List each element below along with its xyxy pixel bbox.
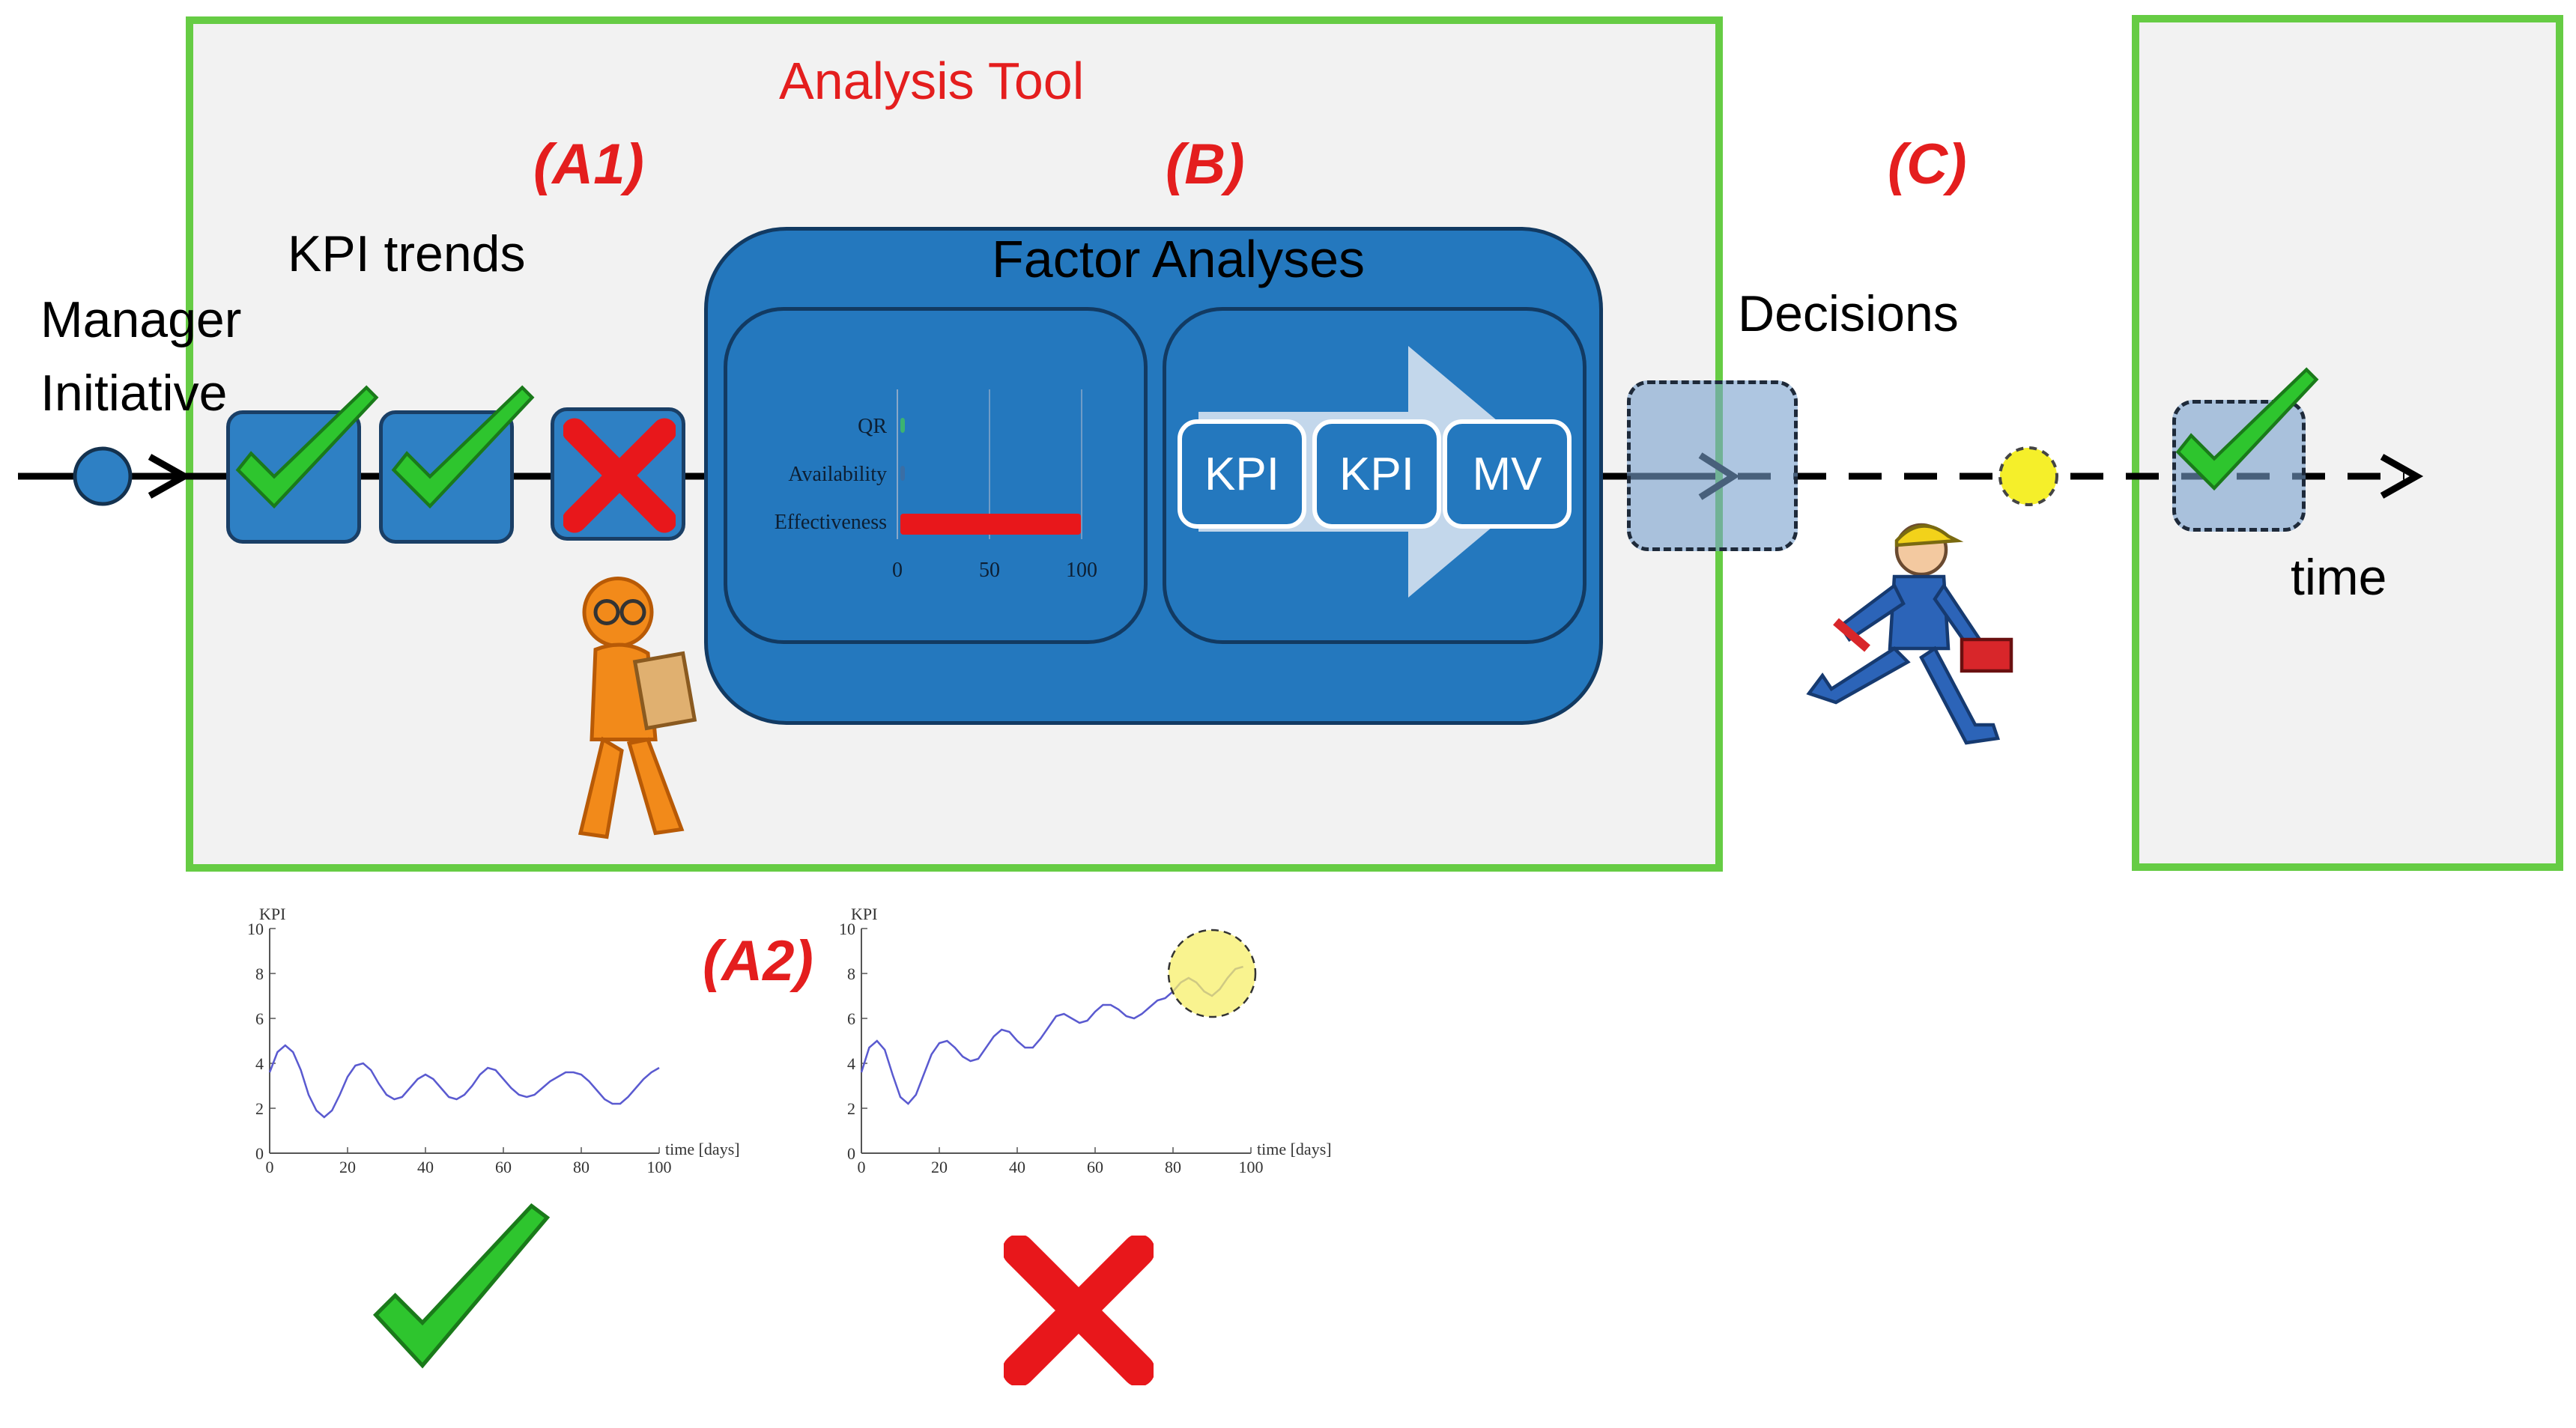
x-tick-label: 0 [858, 1158, 866, 1176]
x-tick-label: 40 [1009, 1158, 1025, 1176]
y-axis-label: KPI [851, 905, 877, 923]
x-tick-label: 60 [1087, 1158, 1103, 1176]
anomaly-highlight [1167, 929, 1257, 1018]
panel-title: Analysis Tool [779, 52, 1085, 110]
x-tick-label: 40 [417, 1158, 434, 1176]
check-icon [2175, 367, 2319, 491]
x-tick-label: 100 [1239, 1158, 1264, 1176]
cross-icon [563, 418, 676, 533]
initiative-line: Initiative [40, 365, 228, 422]
label-c: (C) [1888, 133, 1967, 196]
y-tick-label: 6 [255, 1009, 264, 1028]
y-tick-label: 0 [847, 1144, 855, 1163]
timeline-arrowhead-end [2380, 454, 2424, 499]
bar [900, 514, 1082, 535]
factor-analyses-title: Factor Analyses [992, 230, 1365, 288]
decision-box [1627, 380, 1798, 551]
y-tick-label: 8 [847, 964, 855, 983]
x-tick-label: 80 [1165, 1158, 1181, 1176]
manager-initiative-label: Manager Initiative [40, 283, 241, 430]
bar-tick-label: 50 [979, 559, 1000, 582]
x-tick-label: 100 [647, 1158, 672, 1176]
x-tick-label: 60 [495, 1158, 512, 1176]
y-tick-label: 6 [847, 1009, 855, 1028]
check-icon [372, 1203, 551, 1369]
technician-figure [1806, 523, 2013, 745]
y-tick-label: 2 [847, 1099, 855, 1118]
decision-point-marker [1998, 446, 2058, 506]
kpi-trends-label: KPI trends [288, 225, 526, 282]
label-b: (B) [1166, 133, 1245, 196]
x-tick-label: 0 [266, 1158, 274, 1176]
y-tick-label: 4 [847, 1054, 855, 1073]
bar-category-label: QR [858, 415, 887, 438]
y-tick-label: 4 [255, 1054, 264, 1073]
time-label: time [2291, 549, 2387, 606]
factor-bar-chart-frame [724, 307, 1148, 644]
mv-box: MV [1443, 419, 1572, 529]
label-a2: (A2) [703, 929, 813, 993]
check-icon [235, 385, 379, 509]
bar-category-label: Effectiveness [775, 511, 887, 534]
label-a1: (A1) [533, 133, 644, 196]
kpi-series-line [268, 1044, 660, 1119]
timeline-arrowhead-start [148, 454, 192, 499]
manager-line: Manager [40, 291, 242, 348]
y-tick-label: 8 [255, 964, 264, 983]
x-tick-label: 20 [931, 1158, 948, 1176]
x-tick-label: 80 [573, 1158, 590, 1176]
cross-icon [1004, 1236, 1154, 1385]
y-axis-label: KPI [259, 905, 285, 923]
y-tick-label: 10 [839, 920, 855, 938]
x-axis-label: time [days] [665, 1140, 740, 1158]
y-tick-label: 0 [255, 1144, 264, 1163]
bar [900, 466, 905, 481]
kpi-box-1: KPI [1178, 419, 1306, 529]
y-tick-label: 10 [247, 920, 264, 938]
start-node [73, 446, 133, 506]
check-icon [391, 385, 535, 509]
bar-category-label: Availability [788, 463, 887, 486]
x-tick-label: 20 [339, 1158, 356, 1176]
bar [900, 418, 905, 433]
x-axis-label: time [days] [1257, 1140, 1332, 1158]
analyst-figure [578, 577, 697, 839]
y-tick-label: 2 [255, 1099, 264, 1118]
factor-flow-frame [1163, 307, 1586, 644]
decisions-label: Decisions [1738, 285, 1959, 342]
bar-tick-label: 0 [892, 559, 903, 582]
bar-tick-label: 100 [1066, 559, 1097, 582]
kpi-box-2: KPI [1312, 419, 1441, 529]
